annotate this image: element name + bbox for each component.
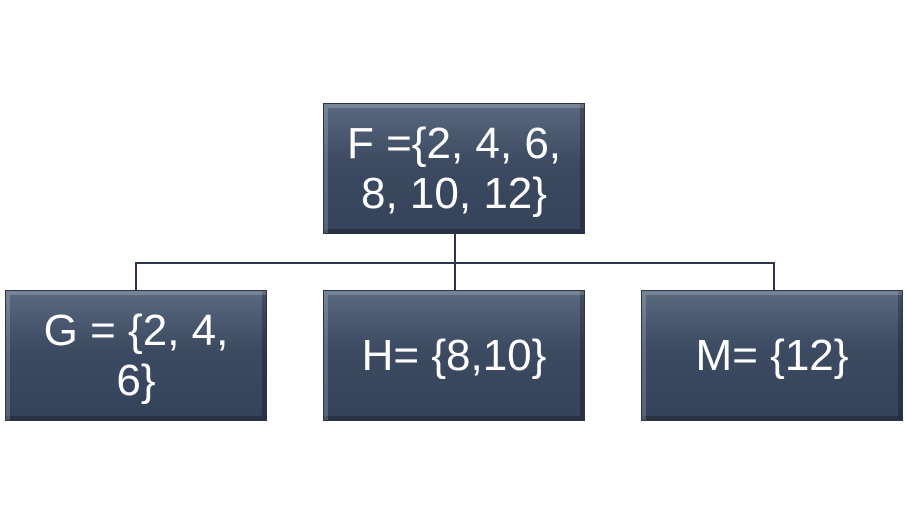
node-g: G = {2, 4, 6} [5, 290, 267, 421]
node-g-label: G = {2, 4, 6} [43, 305, 229, 405]
connector-h [454, 262, 456, 291]
connector-root-down [454, 234, 456, 263]
node-f-label: F ={2, 4, 6, 8, 10, 12} [346, 118, 562, 218]
node-h-label: H= {8,10} [361, 330, 547, 380]
node-m: M= {12} [641, 290, 903, 421]
node-h: H= {8,10} [323, 290, 585, 421]
connector-g [135, 262, 137, 291]
connector-m [773, 262, 775, 291]
node-f: F ={2, 4, 6, 8, 10, 12} [323, 103, 585, 234]
node-m-label: M= {12} [695, 330, 849, 380]
